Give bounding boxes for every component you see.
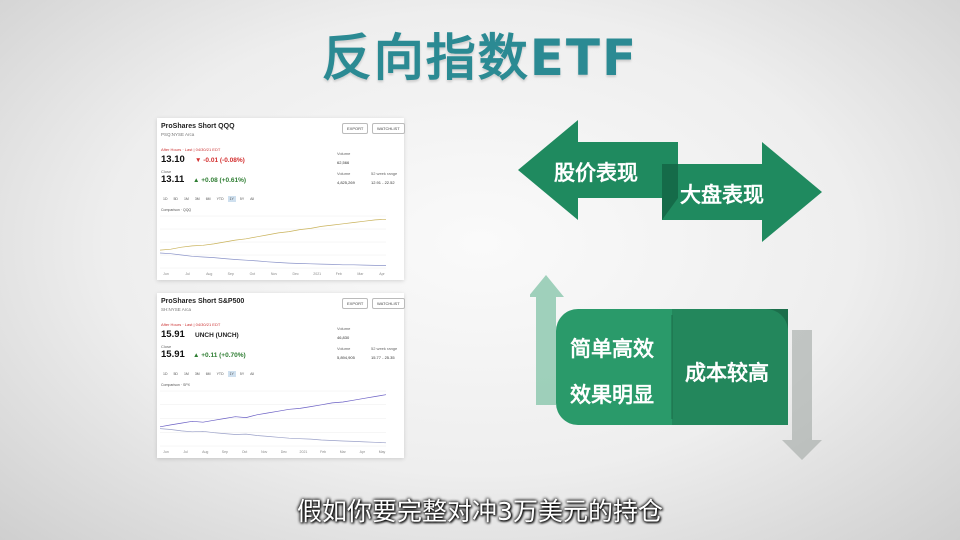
volume-value-2: 5,894,905 <box>337 355 355 360</box>
volume-value-2: 4,825,269 <box>337 180 355 185</box>
range-label: 52 week range <box>371 171 398 176</box>
series-line-0 <box>160 394 387 428</box>
volume-label-2: Volume <box>337 346 351 351</box>
after-hours-label: After Hours · Last | 04/30/21 EDT <box>161 147 221 152</box>
after-hours-label: After Hours · Last | 04/30/21 EDT <box>161 322 221 327</box>
video-subtitle: 假如你要完整对冲3万美元的持仓 <box>297 497 663 526</box>
price-chart-svg: Jun Jul Aug Sep Oct Nov Dec 2021 Feb Mar Apr <box>160 215 387 276</box>
slide-title: 反向指数ETF <box>321 29 639 87</box>
double-arrow-shape <box>518 120 822 242</box>
range-option-all[interactable]: All <box>250 372 255 376</box>
close-price: 15.91 <box>161 349 185 360</box>
range-option-1d[interactable]: 1D <box>163 372 168 376</box>
x-tick-label: Oct <box>242 450 247 454</box>
higher-cost-label: 成本较高 <box>685 361 769 385</box>
volume-label: Volume <box>337 326 351 331</box>
series-line-0 <box>160 218 387 251</box>
range-value: 12.91 - 22.52 <box>371 180 395 185</box>
x-tick-label: Jun <box>163 272 169 276</box>
range-option-1y[interactable]: 1Y <box>227 196 236 202</box>
x-tick-label: Nov <box>261 450 267 454</box>
chart-legend: Comparison · QQQ <box>161 208 192 212</box>
stock-performance-label: 股价表现 <box>554 161 638 185</box>
x-tick-label: Aug <box>206 272 212 276</box>
range-option-6m[interactable]: 6M <box>205 197 211 201</box>
after-hours-change: UNCH (UNCH) <box>195 332 239 339</box>
stock-card-psq: ProShares Short QQQ PSQ:NYSE Arca EXPORT… <box>157 118 405 280</box>
after-hours-change: ▼ -0.01 (-0.08%) <box>195 157 245 164</box>
range-option-ytd[interactable]: YTD <box>216 372 224 376</box>
series-line-1 <box>160 252 386 266</box>
range-option-3m[interactable]: 3M <box>194 372 200 376</box>
simple-efficient-label: 简单高效 <box>570 337 654 361</box>
x-tick-label: Apr <box>379 272 385 276</box>
stock-card-sh: ProShares Short S&P500 SH:NYSE Arca EXPO… <box>157 293 405 458</box>
close-change: ▲ +0.08 (+0.61%) <box>193 177 247 184</box>
range-option-1y[interactable]: 1Y <box>227 371 236 377</box>
x-tick-label: Dec <box>292 272 298 276</box>
x-tick-label: 2021 <box>313 272 321 276</box>
volume-value: 46,830 <box>337 335 350 340</box>
range-option-1m[interactable]: 1M <box>183 197 189 201</box>
x-tick-label: Jul <box>185 272 190 276</box>
x-tick-label: 2021 <box>300 450 308 454</box>
range-option-1m[interactable]: 1M <box>183 372 189 376</box>
pros-cons-arrow: 简单高效 效果明显 成本较高 <box>530 275 825 460</box>
after-hours-price: 13.10 <box>161 154 185 165</box>
volume-label-2: Volume <box>337 171 351 176</box>
chart-legend: Comparison · SPX <box>161 383 190 387</box>
price-chart: Jun Jul Aug Sep Oct Nov Dec 2021 Feb Mar Apr May <box>160 389 400 454</box>
pros-cons-shape <box>530 275 822 460</box>
series-line-1 <box>160 428 387 444</box>
market-performance-label: 大盘表现 <box>680 183 764 207</box>
price-chart-svg: Jun Jul Aug Sep Oct Nov Dec 2021 Feb Mar Apr May <box>160 390 387 454</box>
volume-label: Volume <box>337 151 351 156</box>
range-option-5d[interactable]: 5D <box>173 197 178 201</box>
x-tick-label: Dec <box>281 450 287 454</box>
performance-double-arrow: 股价表现 大盘表现 <box>518 120 822 242</box>
range-value: 15.77 - 25.35 <box>371 355 395 360</box>
x-tick-label: Nov <box>271 272 277 276</box>
x-tick-label: Feb <box>320 450 326 454</box>
x-tick-label: Oct <box>250 272 255 276</box>
range-option-6m[interactable]: 6M <box>205 372 211 376</box>
price-chart: Jun Jul Aug Sep Oct Nov Dec 2021 Feb Mar Apr <box>160 214 400 276</box>
x-tick-label: Mar <box>340 450 347 454</box>
range-option-3m[interactable]: 3M <box>194 197 200 201</box>
fund-exchange: PSQ:NYSE Arca <box>161 132 195 137</box>
watchlist-button[interactable]: WATCHLIST <box>372 123 405 134</box>
export-button[interactable]: EXPORT <box>342 298 369 309</box>
x-tick-label: Sep <box>222 450 228 454</box>
x-tick-label: Aug <box>202 450 208 454</box>
x-tick-label: Apr <box>360 450 366 454</box>
fund-name: ProShares Short S&P500 <box>161 298 245 305</box>
range-option-5y[interactable]: 5Y <box>239 372 245 376</box>
fund-exchange: SH:NYSE Arca <box>161 307 192 312</box>
close-label: Close <box>161 169 172 174</box>
range-option-5d[interactable]: 5D <box>173 372 178 376</box>
range-option-1d[interactable]: 1D <box>163 197 168 201</box>
range-option-ytd[interactable]: YTD <box>216 197 224 201</box>
x-tick-label: Mar <box>357 272 364 276</box>
after-hours-price: 15.91 <box>161 329 185 340</box>
close-change: ▲ +0.11 (+0.70%) <box>193 352 246 359</box>
x-tick-label: Feb <box>336 272 342 276</box>
x-tick-label: May <box>379 450 386 454</box>
export-button[interactable]: EXPORT <box>342 123 369 134</box>
x-tick-label: Jun <box>163 450 169 454</box>
obvious-effect-label: 效果明显 <box>570 383 654 407</box>
close-price: 13.11 <box>161 174 185 185</box>
range-label: 52 week range <box>371 346 398 351</box>
watchlist-button[interactable]: WATCHLIST <box>372 298 405 309</box>
x-tick-label: Sep <box>228 272 234 276</box>
volume-value: 62,566 <box>337 160 350 165</box>
fund-name: ProShares Short QQQ <box>161 123 235 130</box>
close-label: Close <box>161 344 172 349</box>
range-option-all[interactable]: All <box>250 197 255 201</box>
x-tick-label: Jul <box>183 450 188 454</box>
range-option-5y[interactable]: 5Y <box>239 197 245 201</box>
